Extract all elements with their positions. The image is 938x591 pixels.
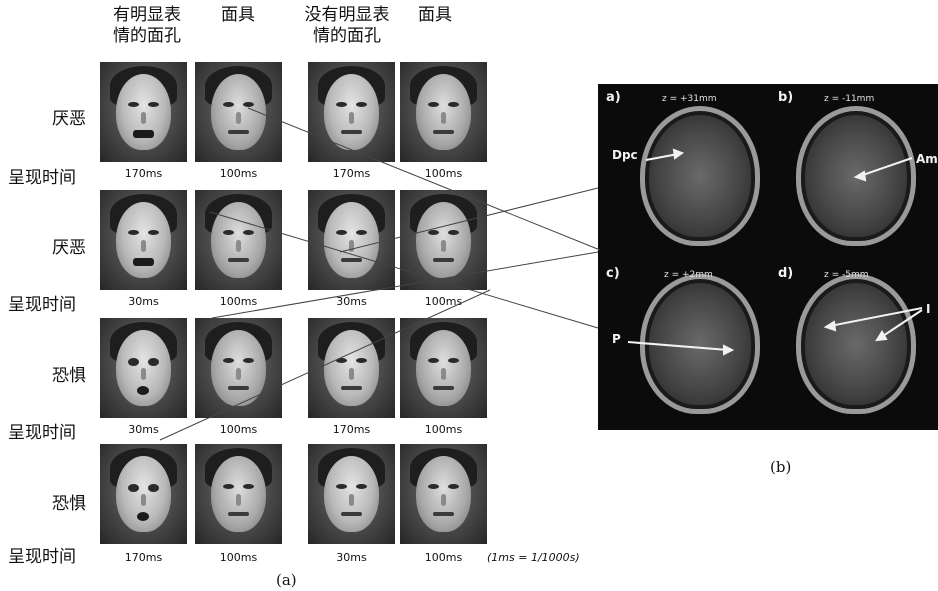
connector-lines <box>0 0 938 591</box>
